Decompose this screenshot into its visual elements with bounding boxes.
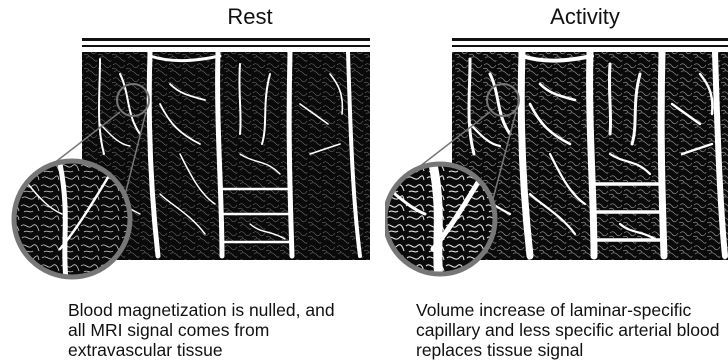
activity-vasculature-illustration — [385, 34, 728, 284]
caption-rest-line: Blood magnetization is nulled, and — [68, 300, 368, 320]
caption-activity-line: Volume increase of laminar-specific — [416, 300, 728, 320]
panel-title-activity: Activity — [485, 4, 685, 30]
caption-rest-line: all MRI signal comes from — [68, 320, 368, 340]
panel-title-rest: Rest — [150, 4, 350, 30]
caption-rest-line: extravascular tissue — [68, 340, 368, 360]
caption-activity-line: capillary and less specific arterial blo… — [416, 320, 728, 340]
caption-activity: Volume increase of laminar-specific capi… — [416, 300, 728, 360]
activity-magnifier-lens — [385, 164, 495, 279]
caption-rest: Blood magnetization is nulled, and all M… — [68, 300, 368, 360]
caption-activity-line: replaces tissue signal — [416, 340, 728, 360]
rest-vasculature-illustration — [0, 34, 380, 284]
rest-magnifier-lens — [14, 161, 130, 279]
